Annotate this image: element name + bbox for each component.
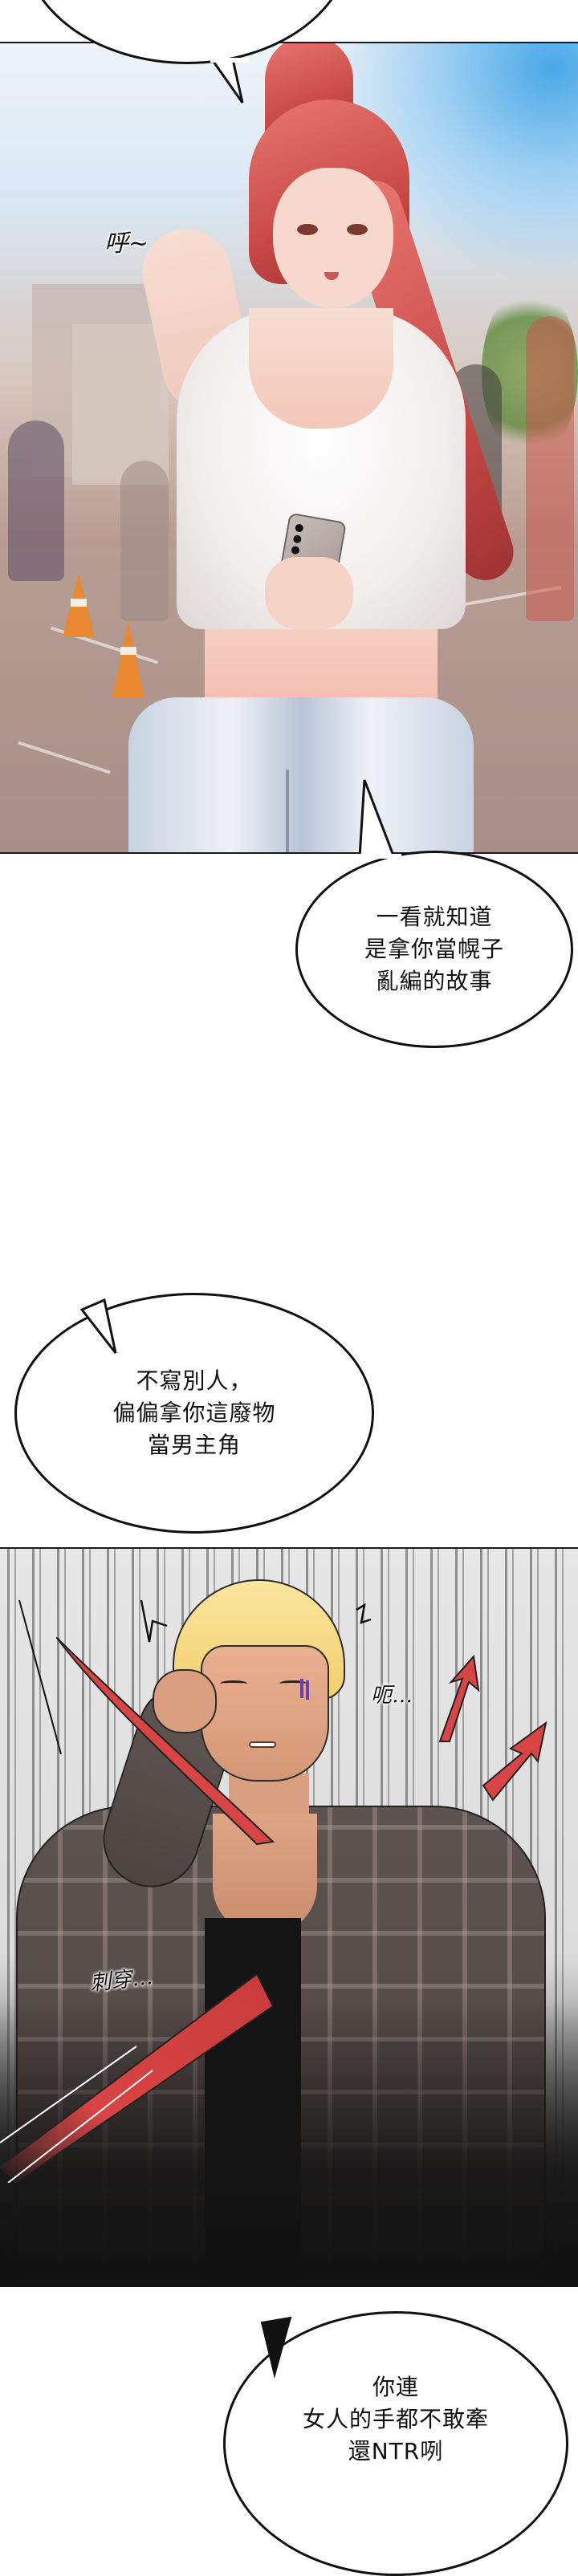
traffic-cone (63, 573, 95, 637)
man-face (201, 1645, 329, 1782)
bystander (526, 316, 574, 621)
red-arrow-icon (438, 1655, 480, 1742)
pants (128, 697, 474, 852)
speed-line-icon (18, 1599, 62, 1755)
dark-gradient (0, 1998, 578, 2287)
traffic-cone (112, 621, 144, 697)
bubble-tail-icon (210, 58, 249, 104)
bubble-tail-icon (260, 2316, 292, 2379)
comic-panel-man (0, 1547, 578, 2287)
comic-panel-woman (0, 42, 578, 854)
bystander (120, 461, 169, 621)
neckline (249, 308, 393, 429)
shake-lines-icon (140, 1599, 168, 1643)
hand (265, 557, 353, 629)
red-spear-icon (56, 1637, 275, 1846)
sfx-sigh: 呼~ (104, 230, 149, 258)
speech-bubble-text: 一看就知道 是拿你當幌子 亂編的故事 (364, 904, 504, 994)
building (72, 324, 169, 485)
speech-bubble-2: 不寫別人， 偏偏拿你這廢物 當男主角 (14, 1293, 374, 1534)
speech-bubble-1: 一看就知道 是拿你當幌子 亂編的故事 (295, 851, 573, 1048)
bubble-tail-icon (353, 779, 401, 859)
speech-bubble-text: 不寫別人， 偏偏拿你這廢物 當男主角 (112, 1367, 276, 1458)
red-arrow-icon (482, 1721, 547, 1802)
speech-bubble-text: 你連 女人的手都不敢牽 還NTR咧 (302, 2374, 489, 2464)
bubble-tail-icon (80, 1298, 117, 1354)
red-spear-icon (0, 1974, 273, 2183)
sfx-groan: 呃… (371, 1684, 413, 1708)
waist (205, 629, 438, 701)
shake-lines-icon (356, 1603, 372, 1624)
hand-on-head (153, 1669, 217, 1733)
vein-mark-icon (300, 1679, 303, 1698)
woman-face (273, 168, 393, 308)
bystander (8, 421, 64, 581)
